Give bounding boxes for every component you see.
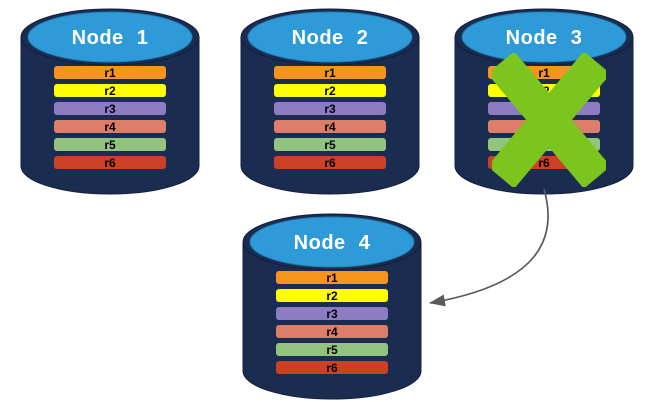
cylinder-top (461, 11, 627, 63)
row-list: r1 r2 r3 r4 r5 r6 (276, 271, 388, 375)
node-2: Node 2 r1 r2 r3 r4 r5 r6 (239, 7, 421, 195)
row-r5-label: r5 (104, 138, 116, 152)
cylinder-top (247, 11, 413, 63)
row-r6-label: r6 (324, 156, 336, 170)
node-title: Node 1 (72, 27, 149, 49)
row-r6 (274, 156, 386, 169)
row-r6-label: r6 (538, 156, 550, 170)
node-title: Node 3 (506, 27, 583, 49)
row-r5 (276, 343, 388, 356)
row-r6-label: r6 (104, 156, 116, 170)
row-r2 (276, 289, 388, 302)
cylinder-top (249, 216, 415, 268)
row-r4 (276, 325, 388, 338)
row-r2-label: r2 (104, 84, 116, 98)
node-4-cylinder: Node 4 r1 r2 r3 r4 r5 r6 (242, 213, 422, 400)
row-r1-label: r1 (104, 66, 116, 80)
row-r1 (274, 66, 386, 79)
row-r3-label: r3 (326, 307, 338, 321)
row-r1-label: r1 (326, 271, 338, 285)
row-r4-label: r4 (104, 120, 116, 134)
row-r5 (54, 138, 166, 151)
node-4: Node 4 r1 r2 r3 r4 r5 r6 (241, 212, 423, 400)
row-r4-label: r4 (326, 325, 338, 339)
row-r4 (54, 120, 166, 133)
row-r5-label: r5 (326, 343, 338, 357)
row-r5 (274, 138, 386, 151)
row-r3-label: r3 (324, 102, 336, 116)
row-r3 (276, 307, 388, 320)
node-title: Node 4 (294, 232, 371, 254)
row-r4-label: r4 (324, 120, 336, 134)
row-r1 (54, 66, 166, 79)
row-r5-label: r5 (324, 138, 336, 152)
row-r2 (54, 84, 166, 97)
node-3: Node 3 r1 r2 r3 r4 r5 r6 (453, 7, 635, 195)
row-list: r1 r2 r3 r4 r5 r6 (54, 66, 166, 170)
row-r1 (276, 271, 388, 284)
cylinder-top (27, 11, 193, 63)
node-title: Node 2 (292, 27, 369, 49)
x-bar (492, 53, 606, 187)
row-r2-label: r2 (326, 289, 338, 303)
row-r4 (274, 120, 386, 133)
row-r3 (274, 102, 386, 115)
row-list: r1 r2 r3 r4 r5 r6 (274, 66, 386, 170)
row-r6-label: r6 (326, 361, 338, 375)
row-r6 (54, 156, 166, 169)
failure-x-icon (492, 53, 606, 187)
row-r6 (276, 361, 388, 374)
row-r3 (54, 102, 166, 115)
node-1: Node 1 r1 r2 r3 r4 r5 r6 (19, 7, 201, 195)
row-r1-label: r1 (324, 66, 336, 80)
arrow-curve (429, 188, 549, 307)
node-1-cylinder: Node 1 r1 r2 r3 r4 r5 r6 (20, 8, 200, 195)
row-r2 (274, 84, 386, 97)
row-r1-label: r1 (538, 66, 550, 80)
node-2-cylinder: Node 2 r1 r2 r3 r4 r5 r6 (240, 8, 420, 195)
row-r3-label: r3 (104, 102, 116, 116)
row-r2-label: r2 (324, 84, 336, 98)
